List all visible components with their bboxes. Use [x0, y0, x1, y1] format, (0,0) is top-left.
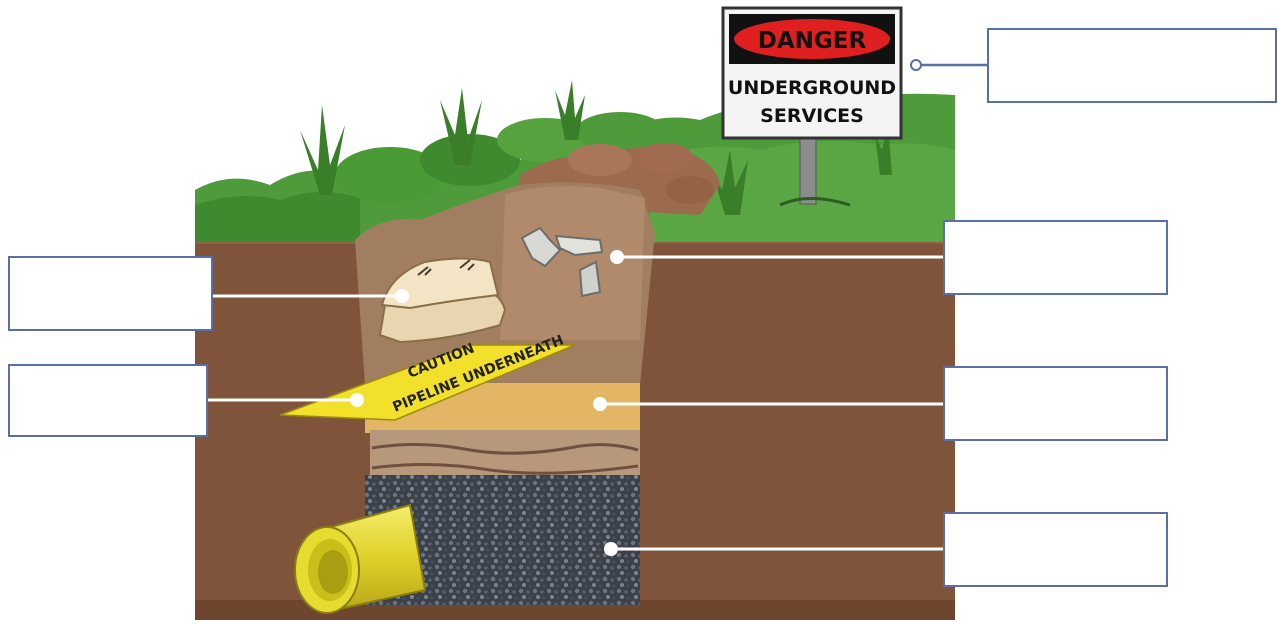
leader-dot-gravel — [604, 542, 618, 556]
leader-dot-tape — [350, 393, 364, 407]
label-box-tape[interactable] — [8, 364, 208, 437]
leader-dot-sign — [911, 60, 921, 70]
label-box-sign[interactable] — [987, 28, 1277, 103]
leader-dot-concrete — [610, 250, 624, 264]
sign-line-2: SERVICES — [760, 105, 864, 127]
label-box-concrete[interactable] — [943, 220, 1168, 295]
label-box-sandbag[interactable] — [8, 256, 213, 331]
sign-header: DANGER — [758, 28, 867, 54]
leader-dot-sandbag — [395, 289, 409, 303]
label-box-gravel[interactable] — [943, 512, 1168, 587]
sign-line-1: UNDERGROUND — [728, 77, 896, 99]
label-box-sand[interactable] — [943, 366, 1168, 441]
leader-dot-sand — [593, 397, 607, 411]
